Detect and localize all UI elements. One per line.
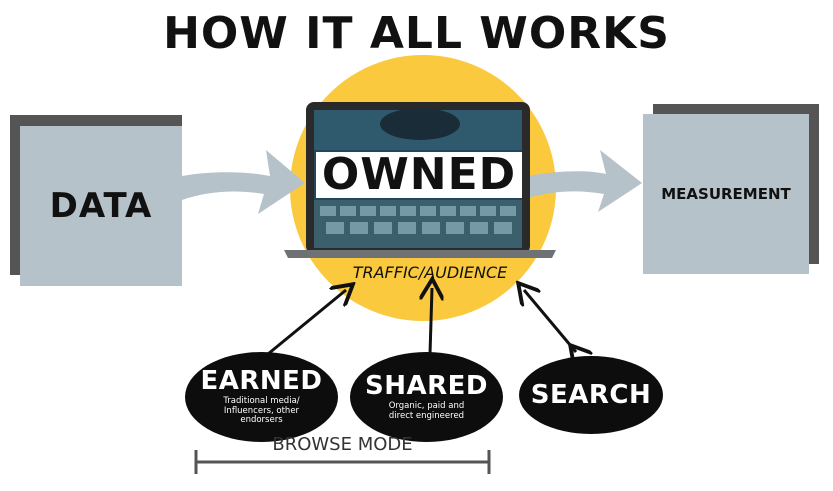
search-arrow (524, 290, 576, 352)
earned-arrow (267, 290, 346, 356)
earned-description: Traditional media/ Influencers, other en… (223, 395, 300, 426)
shared-oval: SHARED Organic, paid and direct engineer… (350, 352, 503, 442)
measurement-box: MEASUREMENT (643, 114, 809, 274)
shared-arrow (430, 288, 432, 355)
search-title: SEARCH (530, 380, 652, 410)
traffic-audience-label: TRAFFIC/AUDIENCE (352, 263, 508, 282)
browse-mode-label: BROWSE MODE (272, 434, 413, 455)
page-title: HOW IT ALL WORKS (163, 8, 670, 59)
data-box: DATA (20, 126, 182, 286)
earned-oval: EARNED Traditional media/ Influencers, o… (185, 352, 338, 442)
search-oval: SEARCH (519, 356, 663, 434)
measurement-label: MEASUREMENT (661, 185, 791, 203)
data-label: DATA (49, 186, 153, 226)
owned-to-measurement-arrow (528, 150, 642, 212)
laptop-base (284, 250, 556, 258)
owned-label: OWNED (316, 152, 522, 198)
data-to-owned-arrow (182, 150, 305, 214)
earned-title: EARNED (200, 365, 323, 396)
shared-title: SHARED (365, 370, 488, 401)
browse-mode-bracket (194, 450, 491, 474)
shared-description: Organic, paid and direct engineered (388, 400, 465, 421)
